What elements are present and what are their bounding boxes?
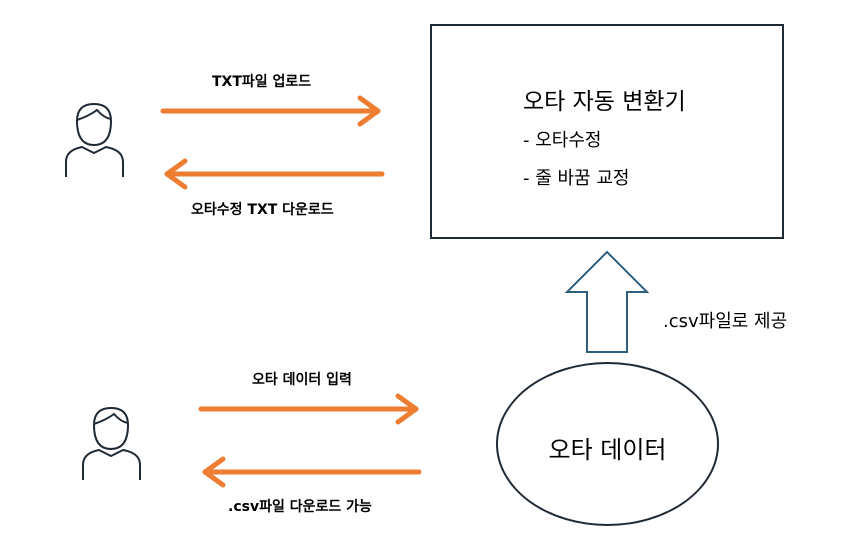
feature-linebreak-fix: - 줄 바꿈 교정 — [523, 168, 630, 189]
bottom-user-icon — [82, 406, 141, 480]
feature-typo-fix: - 오타수정 — [523, 130, 602, 151]
download-label: 오타수정 TXT 다운로드 — [191, 202, 334, 218]
provide-label: .csv파일로 제공 — [663, 311, 788, 332]
typo-data-store: 오타 데이터 — [496, 362, 719, 526]
input-arrow — [198, 393, 419, 425]
typo-data-label: 오타 데이터 — [548, 436, 667, 464]
csv-download-arrow — [202, 456, 422, 488]
provide-up-arrow — [564, 250, 650, 353]
csv-download-label: .csv파일 다운로드 가능 — [228, 499, 372, 515]
download-arrow — [164, 158, 385, 190]
input-label: 오타 데이터 입력 — [252, 372, 352, 388]
converter-title: 오타 자동 변환기 — [523, 89, 686, 115]
upload-label: TXT파일 업로드 — [212, 74, 312, 90]
converter-box: 오타 자동 변환기 - 오타수정 - 줄 바꿈 교정 — [430, 24, 784, 239]
upload-arrow — [160, 95, 381, 127]
top-user-icon — [65, 102, 124, 177]
